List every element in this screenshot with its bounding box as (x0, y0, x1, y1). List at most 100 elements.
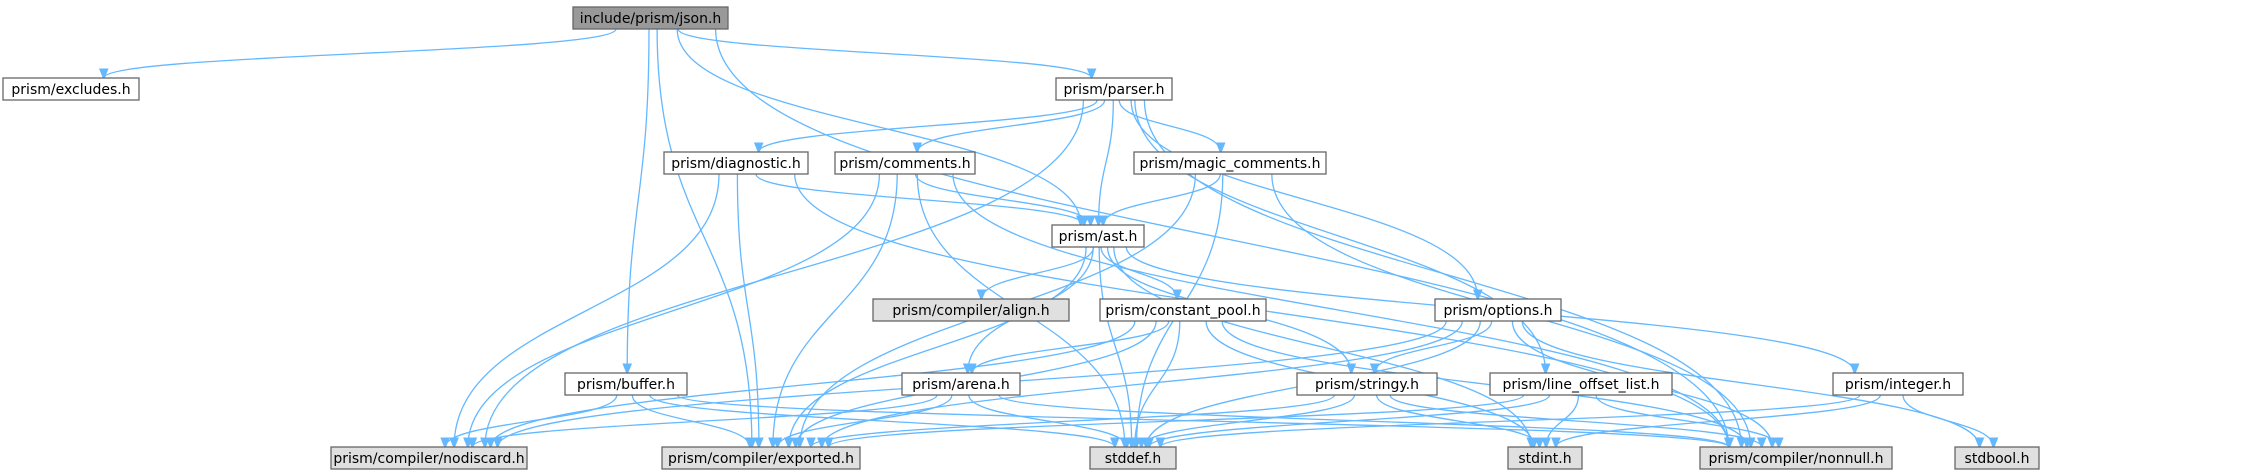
node-arena[interactable]: prism/arena.h (901, 372, 1021, 396)
node-label-comments: prism/comments.h (839, 156, 970, 172)
edge-stringy-to-exported (811, 394, 1336, 447)
node-lol[interactable]: prism/line_offset_list.h (1489, 372, 1673, 396)
edge-layer (104, 28, 1994, 447)
node-buffer[interactable]: prism/buffer.h (564, 372, 688, 396)
node-label-align: prism/compiler/align.h (892, 303, 1049, 319)
node-label-stringy: prism/stringy.h (1315, 377, 1419, 393)
node-integer[interactable]: prism/integer.h (1832, 372, 1964, 396)
node-box-parser[interactable] (1055, 77, 1173, 101)
node-box-stdint (1507, 446, 1583, 470)
edge-integer-to-stddef (1160, 394, 1861, 447)
node-stdbool: stdbool.h (1954, 446, 2040, 470)
edge-stringy-to-nonnull (1389, 394, 1762, 447)
edge-lol-to-stdint (1546, 394, 1580, 447)
node-label-excludes: prism/excludes.h (11, 82, 130, 98)
edge-arena-to-nodiscard (472, 394, 938, 447)
edge-comments-to-ast (914, 173, 1090, 225)
node-label-parser: prism/parser.h (1063, 82, 1164, 98)
node-diagnostic[interactable]: prism/diagnostic.h (663, 151, 809, 175)
node-label-exported: prism/compiler/exported.h (668, 451, 854, 467)
node-box-stringy[interactable] (1296, 372, 1438, 396)
node-box-exported (661, 446, 861, 470)
edge-parser-to-options (1130, 99, 1478, 299)
edge-diagnostic-to-nodiscard (454, 173, 720, 447)
node-box-json (572, 6, 729, 30)
edge-magic-to-ast (1103, 173, 1221, 225)
node-box-buffer[interactable] (564, 372, 688, 396)
node-box-lol[interactable] (1489, 372, 1673, 396)
edge-arena-to-nonnull (998, 394, 1729, 447)
edge-buffer-to-exported (631, 394, 750, 447)
node-box-cpool[interactable] (1099, 298, 1267, 322)
node-label-lol: prism/line_offset_list.h (1503, 377, 1660, 393)
node-stddef: stddef.h (1089, 446, 1177, 470)
node-stdint: stdint.h (1507, 446, 1583, 470)
edge-cpool-to-arena (972, 320, 1170, 373)
edge-ast-to-cpool (1100, 246, 1177, 299)
node-cpool[interactable]: prism/constant_pool.h (1099, 298, 1267, 322)
node-label-stdbool: stdbool.h (1965, 451, 2030, 467)
edge-lol-to-nonnull (1595, 394, 1779, 447)
edge-comments-to-exported (773, 173, 898, 447)
node-box-options[interactable] (1434, 298, 1562, 322)
edge-options-to-exported (822, 320, 1463, 447)
edge-arena-to-exported (778, 394, 953, 447)
edge-ast-to-stdint (1113, 246, 1531, 447)
node-label-stdint: stdint.h (1518, 451, 1571, 467)
node-label-buffer: prism/buffer.h (577, 377, 675, 393)
edge-json-to-nonnull (714, 28, 1729, 447)
edge-cpool-to-nodiscard (491, 320, 1136, 447)
node-box-integer[interactable] (1832, 372, 1964, 396)
node-align: prism/compiler/align.h (872, 298, 1070, 322)
node-stringy[interactable]: prism/stringy.h (1296, 372, 1438, 396)
node-json: include/prism/json.h (572, 6, 729, 30)
node-box-comments[interactable] (834, 151, 976, 175)
node-layer: include/prism/json.h prism/excludes.h pris… (2, 6, 2040, 470)
edge-diagnostic-to-exported (736, 173, 759, 447)
node-box-nodiscard (330, 446, 528, 470)
node-excludes[interactable]: prism/excludes.h (2, 77, 140, 101)
node-label-integer: prism/integer.h (1845, 377, 1951, 393)
edge-cpool-to-stddef (1135, 320, 1181, 447)
node-box-ast[interactable] (1051, 224, 1145, 248)
node-label-magic: prism/magic_comments.h (1139, 156, 1320, 172)
node-label-nonnull: prism/compiler/nonnull.h (1709, 451, 1884, 467)
node-label-ast: prism/ast.h (1059, 229, 1138, 245)
node-parser[interactable]: prism/parser.h (1055, 77, 1173, 101)
edge-json-to-parser (677, 28, 1092, 78)
edge-parser-to-lol (1134, 99, 1546, 373)
edge-json-to-ast (676, 28, 1081, 225)
node-box-magic[interactable] (1133, 151, 1327, 175)
node-nodiscard: prism/compiler/nodiscard.h (330, 446, 528, 470)
node-comments[interactable]: prism/comments.h (834, 151, 976, 175)
node-label-diagnostic: prism/diagnostic.h (671, 156, 801, 172)
edge-parser-to-ast (1099, 99, 1114, 225)
node-box-align (872, 298, 1070, 322)
node-box-excludes[interactable] (2, 77, 140, 101)
node-box-arena[interactable] (901, 372, 1021, 396)
edge-buffer-to-nodiscard (445, 394, 618, 447)
node-box-stdbool (1954, 446, 2040, 470)
node-options[interactable]: prism/options.h (1434, 298, 1562, 322)
edge-json-to-excludes (104, 28, 617, 78)
edge-json-to-buffer (627, 28, 650, 373)
edge-ast-to-exported (789, 246, 1087, 447)
edge-buffer-to-stddef (649, 394, 1115, 447)
edge-options-to-stdbool (1521, 320, 1979, 447)
node-magic[interactable]: prism/magic_comments.h (1133, 151, 1327, 175)
node-ast[interactable]: prism/ast.h (1051, 224, 1145, 248)
node-label-nodiscard: prism/compiler/nodiscard.h (333, 451, 524, 467)
node-nonnull: prism/compiler/nonnull.h (1699, 446, 1893, 470)
edge-buffer-to-nonnull (676, 394, 1729, 447)
edge-parser-to-magic (1118, 99, 1221, 152)
node-box-stddef (1089, 446, 1177, 470)
edge-stringy-to-stdint (1375, 394, 1540, 447)
node-box-diagnostic[interactable] (663, 151, 809, 175)
node-exported: prism/compiler/exported.h (661, 446, 861, 470)
edge-lol-to-stddef (1149, 394, 1551, 447)
edge-parser-to-diagnostic (759, 99, 1098, 152)
node-label-arena: prism/arena.h (912, 377, 1010, 393)
edge-integer-to-stdbool (1902, 394, 1994, 447)
